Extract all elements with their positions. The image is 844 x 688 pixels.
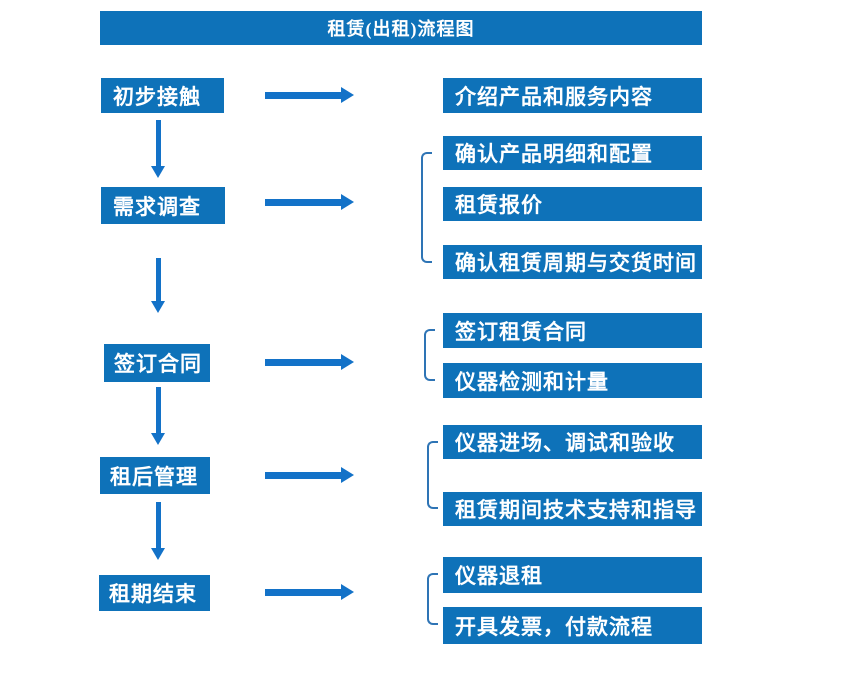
step-box-rental-end: 租期结束 bbox=[99, 575, 210, 611]
page-title: 租赁(出租)流程图 bbox=[100, 11, 702, 45]
right-arrow-icon-5 bbox=[265, 584, 354, 601]
output-box-tech-support: 租赁期间技术支持和指导 bbox=[443, 492, 702, 526]
output-box-instrument-setup: 仪器进场、调试和验收 bbox=[443, 425, 702, 459]
step-box-initial-contact: 初步接触 bbox=[101, 78, 224, 113]
step-box-demand-survey: 需求调查 bbox=[101, 187, 225, 224]
down-arrow-icon-2 bbox=[151, 258, 166, 313]
right-arrow-icon-1 bbox=[265, 87, 354, 104]
output-box-rental-quote: 租赁报价 bbox=[443, 187, 702, 221]
step-box-post-rental-management: 租后管理 bbox=[100, 457, 210, 494]
down-arrow-icon-1 bbox=[151, 120, 166, 178]
output-box-confirm-product-details: 确认产品明细和配置 bbox=[443, 136, 702, 170]
bracket-icon-post-rental bbox=[427, 441, 438, 509]
right-arrow-icon-2 bbox=[265, 194, 354, 211]
down-arrow-icon-3 bbox=[151, 387, 166, 445]
output-box-confirm-rental-period: 确认租赁周期与交货时间 bbox=[443, 245, 702, 279]
output-box-instrument-inspection: 仪器检测和计量 bbox=[443, 363, 702, 398]
right-arrow-icon-3 bbox=[265, 354, 354, 371]
bracket-icon-rental-end bbox=[427, 573, 438, 625]
bracket-icon-sign-contract bbox=[424, 329, 435, 381]
right-arrow-icon-4 bbox=[265, 467, 354, 484]
output-box-invoice-payment: 开具发票，付款流程 bbox=[443, 607, 702, 644]
bracket-icon-demand-survey bbox=[421, 152, 432, 263]
down-arrow-icon-4 bbox=[151, 502, 166, 560]
output-box-introduce-products: 介绍产品和服务内容 bbox=[443, 78, 702, 113]
output-box-sign-rental-contract: 签订租赁合同 bbox=[443, 313, 702, 348]
step-box-sign-contract: 签订合同 bbox=[104, 344, 210, 382]
output-box-instrument-return: 仪器退租 bbox=[443, 557, 702, 593]
